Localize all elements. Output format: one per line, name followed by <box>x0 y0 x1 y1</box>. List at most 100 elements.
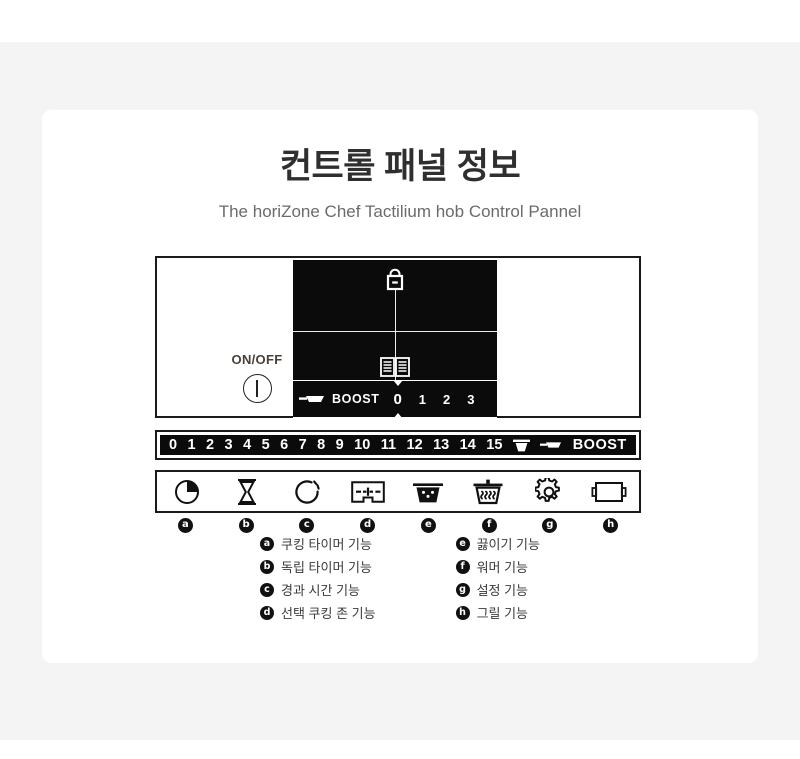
function-button-d[interactable] <box>338 472 398 511</box>
legend-badge-c: c <box>260 582 274 597</box>
legend-label-f: 워머 기능 <box>476 560 529 575</box>
legend-badge-a: a <box>260 536 274 551</box>
function-button-b[interactable] <box>217 472 277 511</box>
scale-number-9[interactable]: 9 <box>335 436 344 453</box>
scale-boost-label[interactable]: BOOST <box>572 437 627 453</box>
onoff-label: ON/OFF <box>231 352 283 367</box>
legend-badge-h: h <box>455 605 470 620</box>
badge-a: a <box>177 517 193 533</box>
legend-label-h: 그릴 기능 <box>476 606 529 621</box>
badge-cell-a: a <box>155 514 216 536</box>
scale-number-14[interactable]: 14 <box>459 436 476 453</box>
legend-label-b: 독립 타이머 기능 <box>281 560 372 575</box>
badge-f: f <box>481 517 497 533</box>
display-vertical-divider <box>395 288 397 380</box>
pan-icon <box>299 396 324 402</box>
function-button-c[interactable] <box>278 472 338 511</box>
elapsed-time-icon <box>294 479 320 504</box>
cooking-timer-icon <box>175 479 200 504</box>
legend-item-b: b 독립 타이머 기능 <box>260 557 376 576</box>
slider-level-3[interactable]: 3 <box>467 391 475 407</box>
legend-item-e: e 끓이기 기능 <box>455 534 540 553</box>
function-button-a[interactable] <box>157 472 217 511</box>
legend-badge-e: e <box>455 536 470 551</box>
power-level-slider[interactable]: BOOST 0 1 2 3 <box>293 379 497 418</box>
badge-g: g <box>542 517 558 533</box>
grill-pan-icon <box>591 481 627 502</box>
legend-label-e: 끓이기 기능 <box>476 537 540 552</box>
power-icon[interactable] <box>242 374 272 403</box>
slider-chevron-up-icon <box>392 379 403 386</box>
slider-chevron-down-icon <box>392 412 403 418</box>
function-button-h[interactable] <box>579 472 639 511</box>
legend-item-f: f 워머 기능 <box>455 557 540 576</box>
legend-label-a: 쿠킹 타이머 기능 <box>281 537 372 552</box>
slider-level-2[interactable]: 2 <box>443 391 451 407</box>
page-title: 컨트롤 패널 정보 <box>279 147 521 186</box>
badge-cell-f: f <box>459 514 520 536</box>
slider-boost-label[interactable]: BOOST <box>332 392 380 406</box>
badge-b: b <box>238 517 254 533</box>
scale-number-0[interactable]: 0 <box>169 436 178 453</box>
scale-number-10[interactable]: 10 <box>354 436 371 453</box>
gear-icon <box>534 477 560 502</box>
onoff-group: ON/OFF <box>197 352 317 403</box>
legend-badge-b: b <box>260 559 274 574</box>
legend-item-h: h 그릴 기능 <box>455 603 540 622</box>
scale-number-2[interactable]: 2 <box>206 436 215 453</box>
cooking-zone-select-icon <box>351 480 385 503</box>
slider-level-1[interactable]: 1 <box>418 391 427 407</box>
hourglass-icon <box>238 478 257 505</box>
content-card: 컨트롤 패널 정보 The horiZone Chef Tactilium ho… <box>42 110 758 663</box>
function-button-g[interactable] <box>519 472 579 511</box>
legend-label-g: 설정 기능 <box>476 583 529 598</box>
legend: a 쿠킹 타이머 기능 b 독립 타이머 기능 c 경과 시간 기능 d 선택 … <box>42 534 758 622</box>
legend-column-left: a 쿠킹 타이머 기능 b 독립 타이머 기능 c 경과 시간 기능 d 선택 … <box>260 534 376 622</box>
function-badge-row: a b c d e f g h <box>155 514 641 536</box>
legend-label-c: 경과 시간 기능 <box>281 583 360 598</box>
legend-badge-g: g <box>455 582 470 597</box>
badge-cell-g: g <box>520 514 581 536</box>
scale-number-8[interactable]: 8 <box>317 436 326 453</box>
legend-item-a: a 쿠킹 타이머 기능 <box>260 534 376 553</box>
open-book-icon[interactable] <box>377 354 413 382</box>
badge-e: e <box>420 517 436 533</box>
scale-number-7[interactable]: 7 <box>298 436 307 453</box>
badge-cell-h: h <box>580 514 641 536</box>
legend-label-d: 선택 쿠킹 존 기능 <box>281 606 376 621</box>
badge-cell-e: e <box>398 514 459 536</box>
scale-number-1[interactable]: 1 <box>187 436 196 453</box>
slider-level-0[interactable]: 0 <box>392 379 403 418</box>
scale-number-3[interactable]: 3 <box>224 436 233 453</box>
pot-icon[interactable] <box>512 439 530 452</box>
power-scale-bar: 0 1 2 3 4 5 6 7 8 9 10 11 12 13 14 15 BO <box>155 430 641 460</box>
function-button-e[interactable] <box>398 472 458 511</box>
scale-number-5[interactable]: 5 <box>261 436 270 453</box>
power-scale-track[interactable]: 0 1 2 3 4 5 6 7 8 9 10 11 12 13 14 15 BO <box>160 435 636 455</box>
panel-display: BOOST 0 1 2 3 <box>293 260 497 418</box>
legend-item-c: c 경과 시간 기능 <box>260 580 376 599</box>
badge-cell-b: b <box>216 514 277 536</box>
scale-number-12[interactable]: 12 <box>406 436 423 453</box>
legend-item-g: g 설정 기능 <box>455 580 540 599</box>
control-panel-diagram: ON/OFF <box>155 256 641 418</box>
function-icon-bar <box>155 470 641 513</box>
badge-h: h <box>603 517 619 533</box>
page-subtitle: The horiZone Chef Tactilium hob Control … <box>218 202 582 221</box>
legend-column-right: e 끓이기 기능 f 워머 기능 g 설정 기능 h 그릴 기능 <box>455 534 540 622</box>
scale-number-4[interactable]: 4 <box>243 436 252 453</box>
scale-number-11[interactable]: 11 <box>380 436 397 453</box>
legend-badge-d: d <box>260 605 274 620</box>
warmer-icon <box>473 479 503 504</box>
badge-c: c <box>299 517 315 533</box>
function-button-f[interactable] <box>458 472 518 511</box>
scale-number-13[interactable]: 13 <box>433 436 450 453</box>
scale-number-15[interactable]: 15 <box>486 436 503 453</box>
badge-d: d <box>360 517 376 533</box>
padlock-icon[interactable] <box>377 268 413 294</box>
legend-item-d: d 선택 쿠킹 존 기능 <box>260 603 376 622</box>
scale-number-6[interactable]: 6 <box>280 436 289 453</box>
pan-icon[interactable] <box>540 440 562 450</box>
badge-cell-c: c <box>277 514 338 536</box>
legend-badge-f: f <box>455 559 470 574</box>
